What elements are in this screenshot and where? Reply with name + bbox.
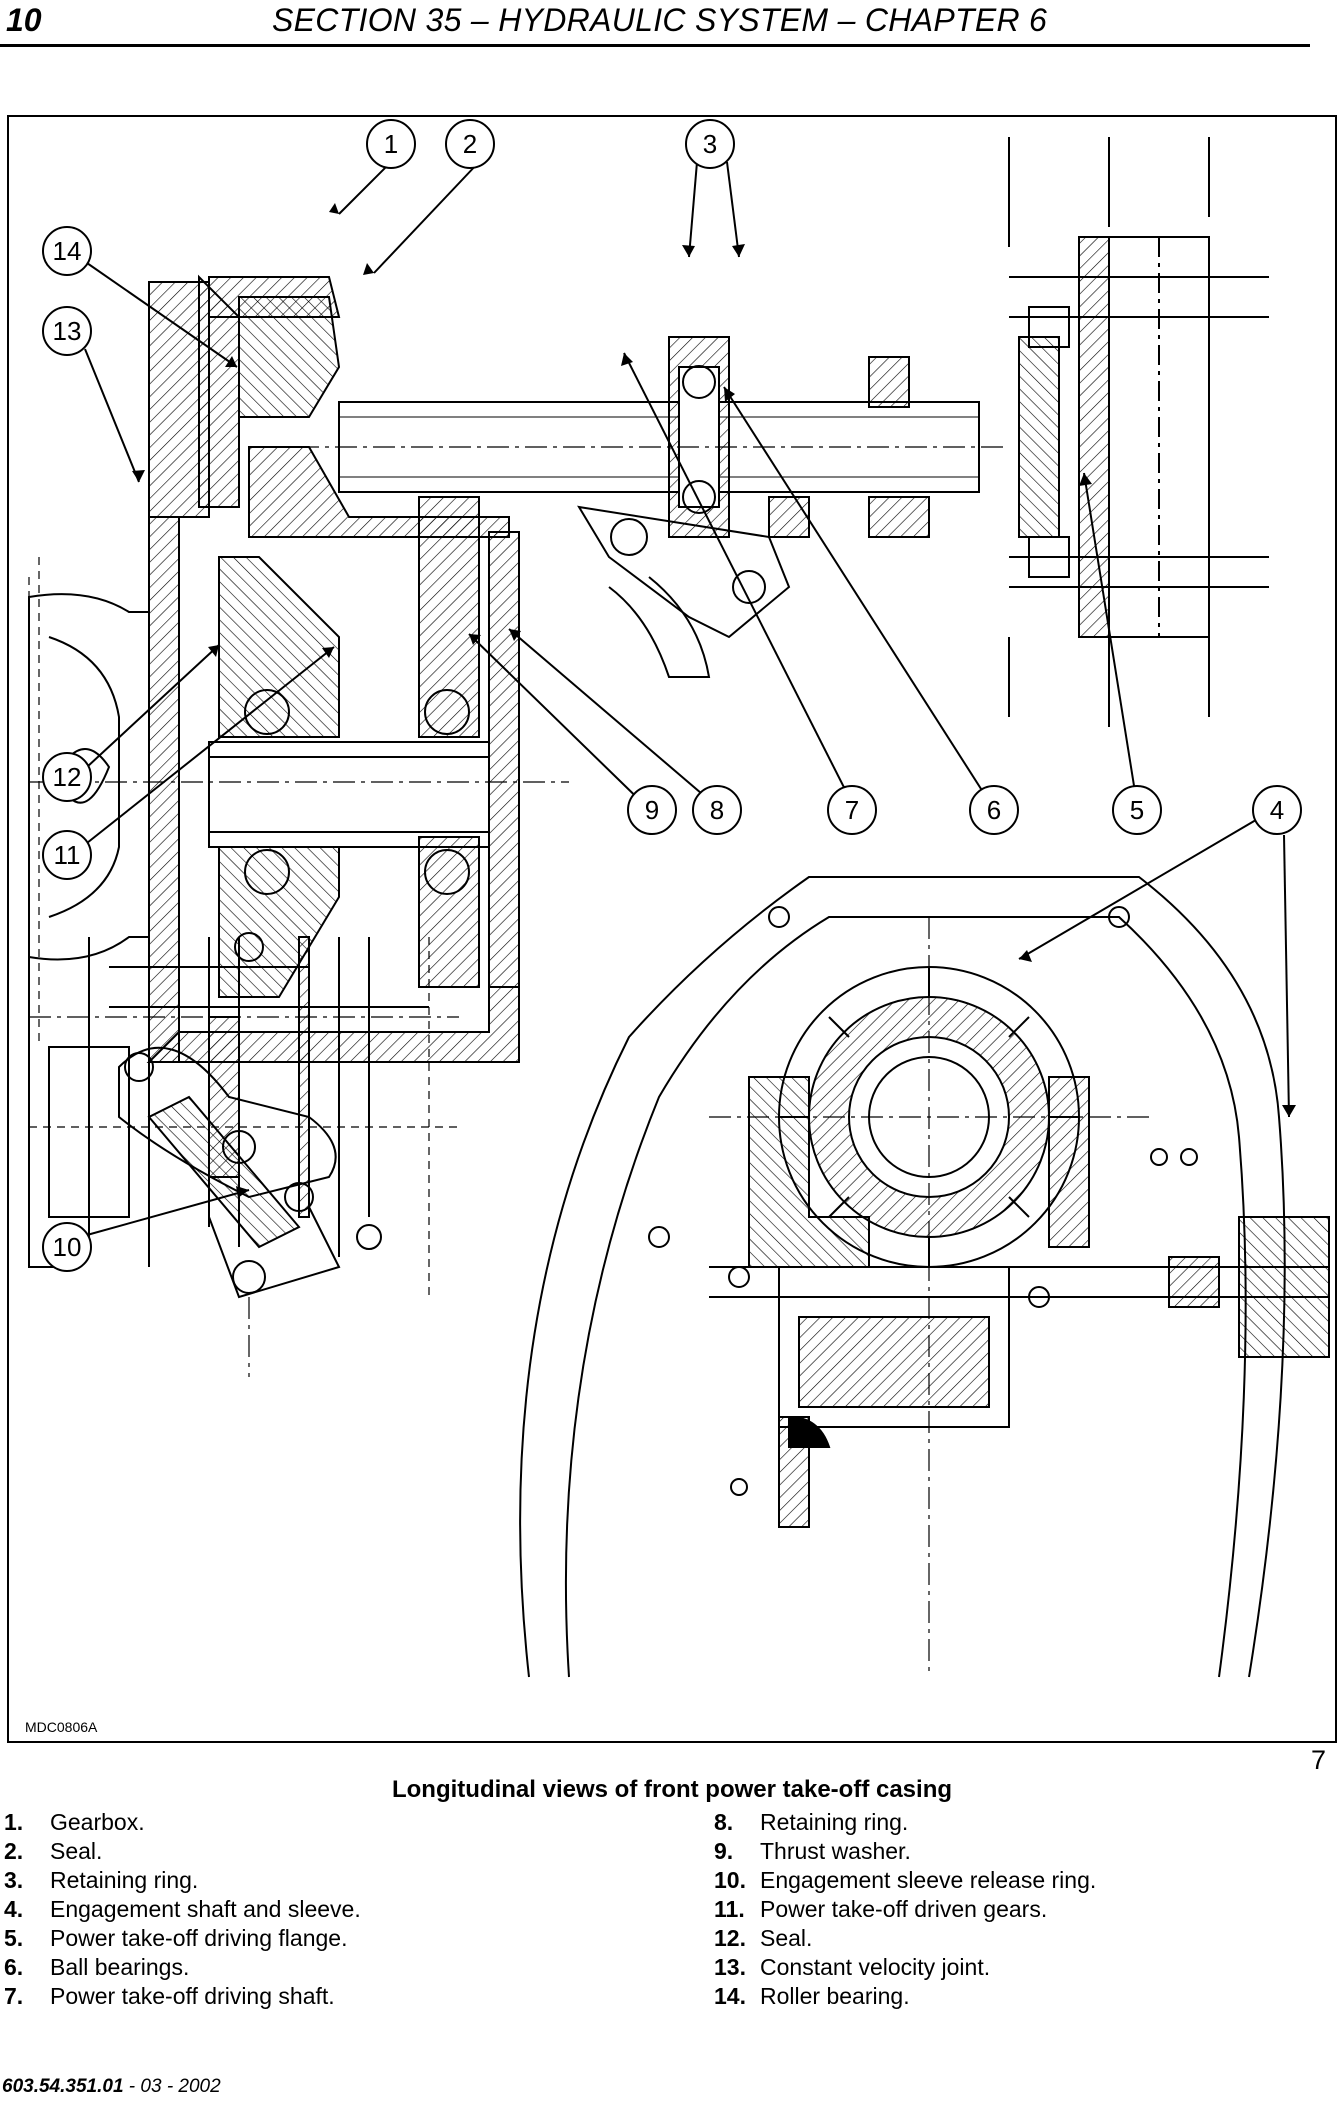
callout-14: 14 [42, 226, 92, 276]
callout-9: 9 [627, 785, 677, 835]
callout-6: 6 [969, 785, 1019, 835]
legend-item: 7.Power take-off driving shaft. [4, 1983, 335, 2009]
svg-text:3: 3 [703, 129, 717, 159]
callout-7: 7 [827, 785, 877, 835]
legend-item: 5.Power take-off driving flange. [4, 1925, 348, 1951]
pto-casing-drawing: 1 2 3 4 5 6 7 [25, 119, 1330, 1735]
legend-column-left: 1.Gearbox. 2.Seal. 3.Retaining ring. 4.E… [4, 1808, 361, 2011]
figure-code: MDC0806A [25, 1719, 98, 1735]
figure-number: 7 [1310, 1745, 1326, 1775]
svg-text:4: 4 [1270, 795, 1284, 825]
legend-item: 6.Ball bearings. [4, 1954, 190, 1980]
callout-5: 5 [1112, 785, 1162, 835]
page-number: 10 [6, 2, 42, 38]
legend-item: 14.Roller bearing. [714, 1983, 910, 2009]
svg-text:9: 9 [645, 795, 659, 825]
svg-text:7: 7 [845, 795, 859, 825]
legend-item: 9.Thrust washer. [714, 1838, 911, 1864]
svg-text:8: 8 [710, 795, 724, 825]
section-title: SECTION 35 – HYDRAULIC SYSTEM – CHAPTER … [272, 2, 1048, 38]
callout-3: 3 [685, 119, 735, 169]
legend-item: 3.Retaining ring. [4, 1867, 199, 1893]
callout-1: 1 [366, 119, 416, 169]
legend-item: 1.Gearbox. [4, 1809, 145, 1835]
svg-text:2: 2 [463, 129, 477, 159]
header-rule [0, 44, 1310, 47]
callout-11: 11 [42, 830, 92, 880]
callout-12: 12 [42, 752, 92, 802]
svg-text:12: 12 [53, 762, 82, 792]
callout-2: 2 [445, 119, 495, 169]
figure-caption: Longitudinal views of front power take-o… [391, 1776, 953, 1803]
svg-text:14: 14 [53, 236, 82, 266]
svg-text:1: 1 [384, 129, 398, 159]
svg-text:10: 10 [53, 1232, 82, 1262]
legend-item: 4.Engagement shaft and sleeve. [4, 1896, 361, 1922]
svg-text:13: 13 [53, 316, 82, 346]
svg-text:5: 5 [1130, 795, 1144, 825]
callout-8: 8 [692, 785, 742, 835]
callout-13: 13 [42, 306, 92, 356]
svg-text:11: 11 [54, 840, 81, 870]
legend-item: 13.Constant velocity joint. [714, 1954, 991, 1980]
legend-item: 11.Power take-off driven gears. [714, 1896, 1048, 1922]
callout-4: 4 [1252, 785, 1302, 835]
legend-item: 2.Seal. [4, 1838, 103, 1864]
legend-column-right: 8.Retaining ring. 9.Thrust washer. 10.En… [714, 1808, 1096, 2011]
document-number: 603.54.351.01 [2, 2076, 124, 2097]
document-date: - 03 - 2002 [128, 2076, 221, 2097]
legend-item: 8.Retaining ring. [714, 1809, 909, 1835]
legend-item: 12.Seal. [714, 1925, 813, 1951]
page-footer: 603.54.351.01 - 03 - 2002 [2, 2076, 221, 2098]
page-header: 10 SECTION 35 – HYDRAULIC SYSTEM – CHAPT… [0, 0, 1310, 44]
technical-drawing-figure: 1 2 3 4 5 6 7 [7, 115, 1337, 1743]
callout-10: 10 [42, 1222, 92, 1272]
legend-item: 10.Engagement sleeve release ring. [714, 1867, 1097, 1893]
svg-text:6: 6 [987, 795, 1001, 825]
